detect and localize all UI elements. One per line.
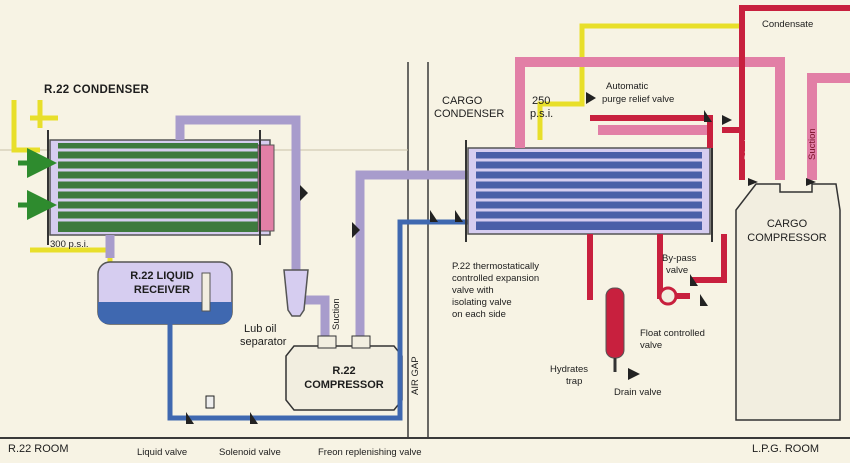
bypass-valve-label-1: By-pass [662,253,697,264]
lub-oil-separator-label-1: Lub oil [244,323,277,335]
float-controlled-valve [658,274,708,306]
purge-relief-label-1: Automatic [606,81,649,92]
lpg-room-label: L.P.G. ROOM [752,443,820,455]
r22-liquid-receiver [97,261,233,325]
r22-liquid-receiver-label-2: RECEIVER [133,284,191,296]
suction-right-label: Suction [807,128,818,160]
expansion-valve-label-5: on each side [452,309,506,320]
suction-left-label: Suction [331,298,342,330]
discharge-label: Discharge [743,117,754,160]
cargo-compressor [735,178,841,421]
float-valve-label-2: valve [640,340,663,351]
cargo-vapour-pipes [515,57,850,180]
r22-room-label: R.22 ROOM [8,443,69,455]
pressure-300-label: 300 p.s.i. [50,239,89,250]
condensate-label: Condensate [762,19,814,30]
bypass-valve-label-2: valve [666,265,689,276]
lub-oil-separator [283,269,309,317]
expansion-valve-label-4: isolating valve [452,297,512,308]
float-valve-label-1: Float controlled [640,328,705,339]
r22-compressor-label-1: R.22 [332,365,356,377]
pressure-250-label-1: 250 [532,95,551,107]
cargo-compressor-label-2: COMPRESSOR [747,232,827,244]
hydrates-trap [605,287,640,380]
r22-compressor [285,335,403,411]
drain-valve-label: Drain valve [614,387,662,398]
hydrates-trap-label-1: Hydrates [550,364,589,375]
pressure-250-label-2: p.s.i. [530,108,554,120]
cargo-condenser [465,140,713,242]
cooling-water-pipes [11,23,740,270]
air-gap-label: AIR GAP [410,356,421,395]
expansion-valve-label-3: valve with [452,285,494,296]
expansion-valve-label-2: controlled expansion [452,273,540,284]
solenoid-valve-label: Solenoid valve [219,447,281,458]
r22-liquid-pipes [167,219,470,421]
cargo-condenser-label-2: CONDENSER [434,108,505,120]
liquid-valve-label: Liquid valve [137,447,188,458]
r22-condenser [18,130,275,245]
r22-compressor-label-2: COMPRESSOR [304,379,384,391]
purge-relief-valve [586,92,732,125]
hydrates-trap-label-2: trap [566,376,583,387]
r22-condenser-label: R.22 CONDENSER [44,84,150,96]
purge-relief-label-2: purge relief valve [602,94,675,105]
liquid-line-valves [186,185,463,424]
lub-oil-separator-label-2: separator [240,336,287,348]
expansion-valve-label-1: P.22 thermostatically [452,261,539,272]
r22-liquid-receiver-label-1: R.22 LIQUID [130,270,194,282]
freon-replenishing-valve-label: Freon replenishing valve [318,447,422,458]
cargo-condenser-label-1: CARGO [442,95,483,107]
cargo-compressor-label-1: CARGO [766,218,808,230]
